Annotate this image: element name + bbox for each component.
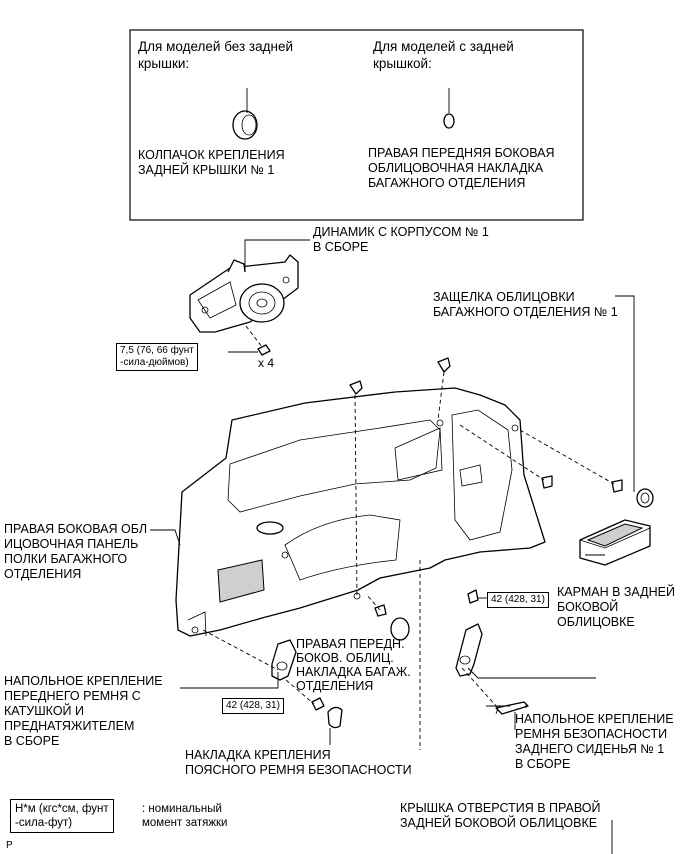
clip-upper-right <box>437 357 451 373</box>
speaker-assembly-part <box>189 254 299 333</box>
right-front-trim-top-label: ПРАВАЯ ПЕРЕДНЯЯ БОКОВАЯ ОБЛИЦОВОЧНАЯ НАК… <box>368 146 555 190</box>
front-belt-anchor-part <box>271 639 297 681</box>
torque-legend-meaning: : номинальный момент затяжки <box>142 803 228 829</box>
back-door-cap-label: КОЛПАЧОК КРЕПЛЕНИЯ ЗАДНЕЙ КРЫШКИ № 1 <box>138 148 285 177</box>
front-belt-anchor-label: НАПОЛЬНОЕ КРЕПЛЕНИЕ ПЕРЕДНЕГО РЕМНЯ С КА… <box>4 674 163 748</box>
trim-pocket-part <box>579 519 651 566</box>
rear-anchor-torque-box: 42 (428, 31) <box>487 592 549 608</box>
screw-panel-right-2 <box>611 479 623 493</box>
pocket-label: КАРМАН В ЗАДНЕЙ БОКОВОЙ ОБЛИЦОВКЕ <box>557 585 675 629</box>
latch-label: ЗАЩЕЛКА ОБЛИЦОВКИ БАГАЖНОГО ОТДЕЛЕНИЯ № … <box>433 290 618 319</box>
lap-belt-cover-label: НАКЛАДКА КРЕПЛЕНИЯ ПОЯСНОГО РЕМНЯ БЕЗОПА… <box>185 748 412 777</box>
rear-anchor-bolt <box>467 589 479 604</box>
hole-cover-part <box>495 701 529 715</box>
right-front-trim-cap-lower <box>390 617 410 641</box>
rear-belt-anchor-part <box>455 623 483 677</box>
side-panel-label: ПРАВАЯ БОКОВАЯ ОБЛ ИЦОВОЧНАЯ ПАНЕЛЬ ПОЛК… <box>4 522 148 581</box>
model-variant-box <box>129 29 584 221</box>
corner-mark: P <box>6 840 13 851</box>
trim-latch-part <box>636 488 654 508</box>
torque-units-legend: Н*м (кгс*см, фунт -сила-фут) <box>10 799 114 833</box>
speaker-label: ДИНАМИК С КОРПУСОМ № 1 В СБОРЕ <box>313 225 489 254</box>
back-door-cap-part <box>232 110 258 140</box>
side-trim-panel-part <box>175 387 546 637</box>
lap-belt-cover-part <box>327 706 343 729</box>
clip-upper-left <box>349 380 363 395</box>
rear-belt-anchor-label: НАПОЛЬНОЕ КРЕПЛЕНИЕ РЕМНЯ БЕЗОПАСНОСТИ З… <box>515 712 674 771</box>
speaker-torque-box: 7,5 (76, 66 фунт -сила-дюймов) <box>116 343 198 371</box>
screw-panel-right-1 <box>541 475 553 489</box>
right-front-trim-short-label: ПРАВАЯ ПЕРЕДН. БОКОВ. ОБЛИЦ. НАКЛАДКА БА… <box>296 637 411 693</box>
front-anchor-bolt <box>311 697 325 711</box>
with-door-heading: Для моделей с задней крышкой: <box>373 39 514 71</box>
screw-panel-bottom <box>374 604 387 617</box>
speaker-screw-qty: x 4 <box>258 356 275 370</box>
front-anchor-torque-box: 42 (428, 31) <box>222 698 284 714</box>
hole-cover-label: КРЫШКА ОТВЕРСТИЯ В ПРАВОЙ ЗАДНЕЙ БОКОВОЙ… <box>400 801 601 830</box>
right-front-trim-cap-part <box>443 113 455 129</box>
without-door-heading: Для моделей без задней крышки: <box>138 39 293 71</box>
speaker-screw <box>257 344 271 356</box>
